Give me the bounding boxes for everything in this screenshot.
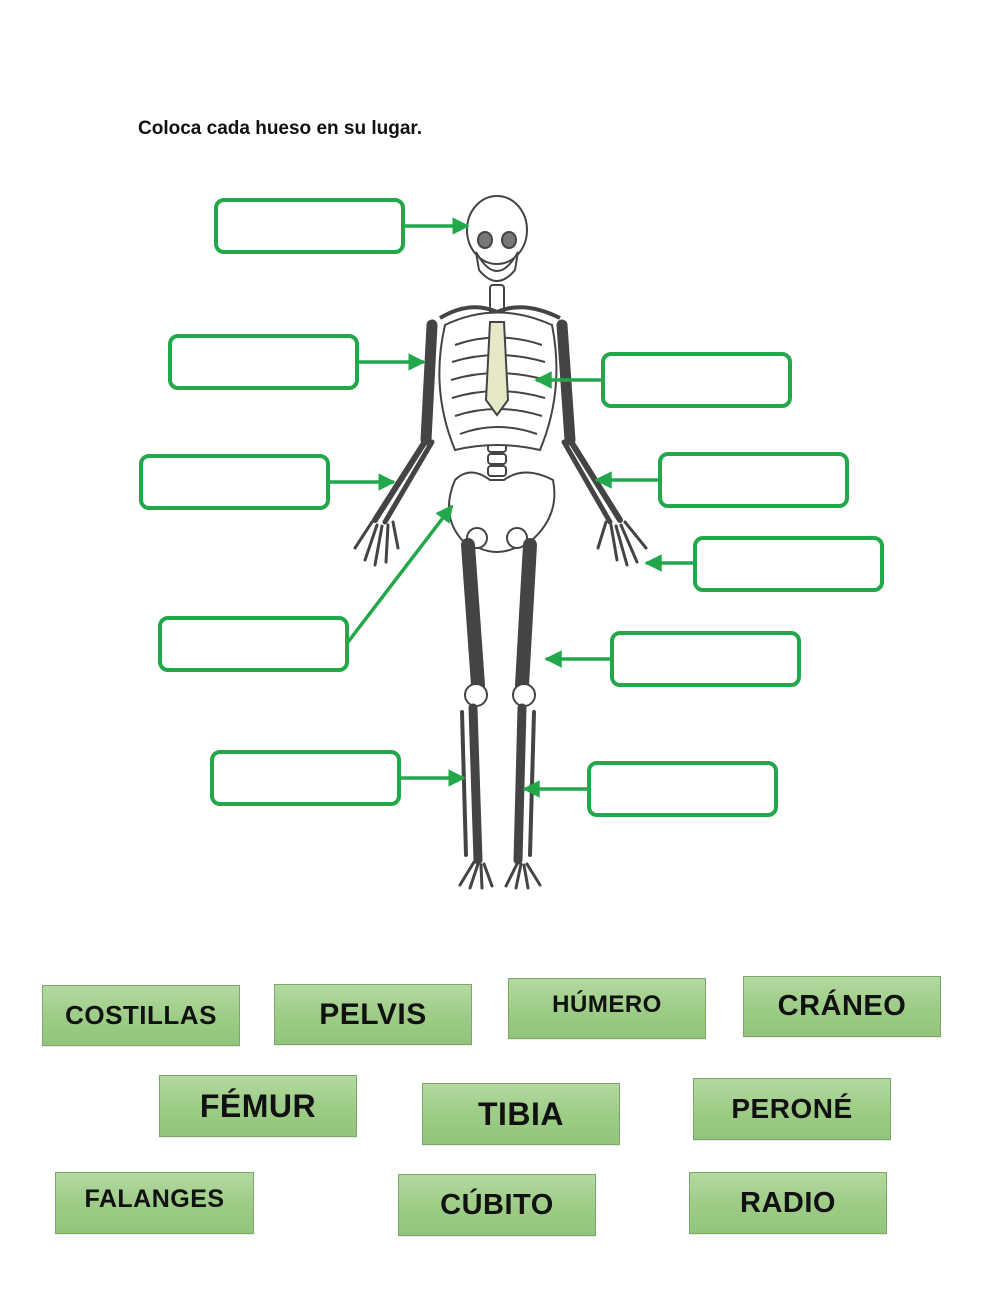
fibula-bone	[528, 710, 536, 857]
word-tile-tibia[interactable]: TIBIA	[422, 1083, 620, 1145]
drop-box-pelvis[interactable]	[158, 616, 349, 672]
connector-arrows	[328, 217, 694, 798]
word-tile-craneo[interactable]: CRÁNEO	[743, 976, 941, 1037]
instruction-text: Coloca cada hueso en su lugar.	[138, 118, 423, 139]
jaw	[475, 251, 519, 282]
sternum	[484, 321, 510, 417]
drop-box-skull[interactable]	[214, 198, 405, 254]
drop-box-ribs[interactable]	[601, 352, 792, 408]
arrow-pelvis	[346, 504, 454, 644]
femur-bone	[461, 538, 485, 692]
word-tile-perone[interactable]: PERONÉ	[693, 1078, 891, 1140]
rib-cage	[438, 311, 558, 452]
word-tile-cubito[interactable]: CÚBITO	[398, 1174, 596, 1236]
drop-box-humerus[interactable]	[168, 334, 359, 390]
word-tile-costillas[interactable]: COSTILLAS	[42, 985, 240, 1046]
word-tile-humero[interactable]: HÚMERO	[508, 978, 706, 1039]
drop-box-ulna[interactable]	[658, 452, 849, 508]
word-tile-radio[interactable]: RADIO	[689, 1172, 887, 1234]
drop-box-femur[interactable]	[210, 750, 401, 806]
drop-box-tibia[interactable]	[610, 631, 801, 687]
drop-box-radius[interactable]	[139, 454, 330, 510]
word-tile-femur[interactable]: FÉMUR	[159, 1075, 357, 1137]
tibia-bone	[468, 703, 483, 865]
drop-box-fibula[interactable]	[587, 761, 778, 817]
word-tile-falanges[interactable]: FALANGES	[55, 1172, 254, 1234]
drop-box-hand[interactable]	[693, 536, 884, 592]
skeleton-figure	[353, 195, 648, 890]
word-tile-pelvis[interactable]: PELVIS	[274, 984, 472, 1045]
